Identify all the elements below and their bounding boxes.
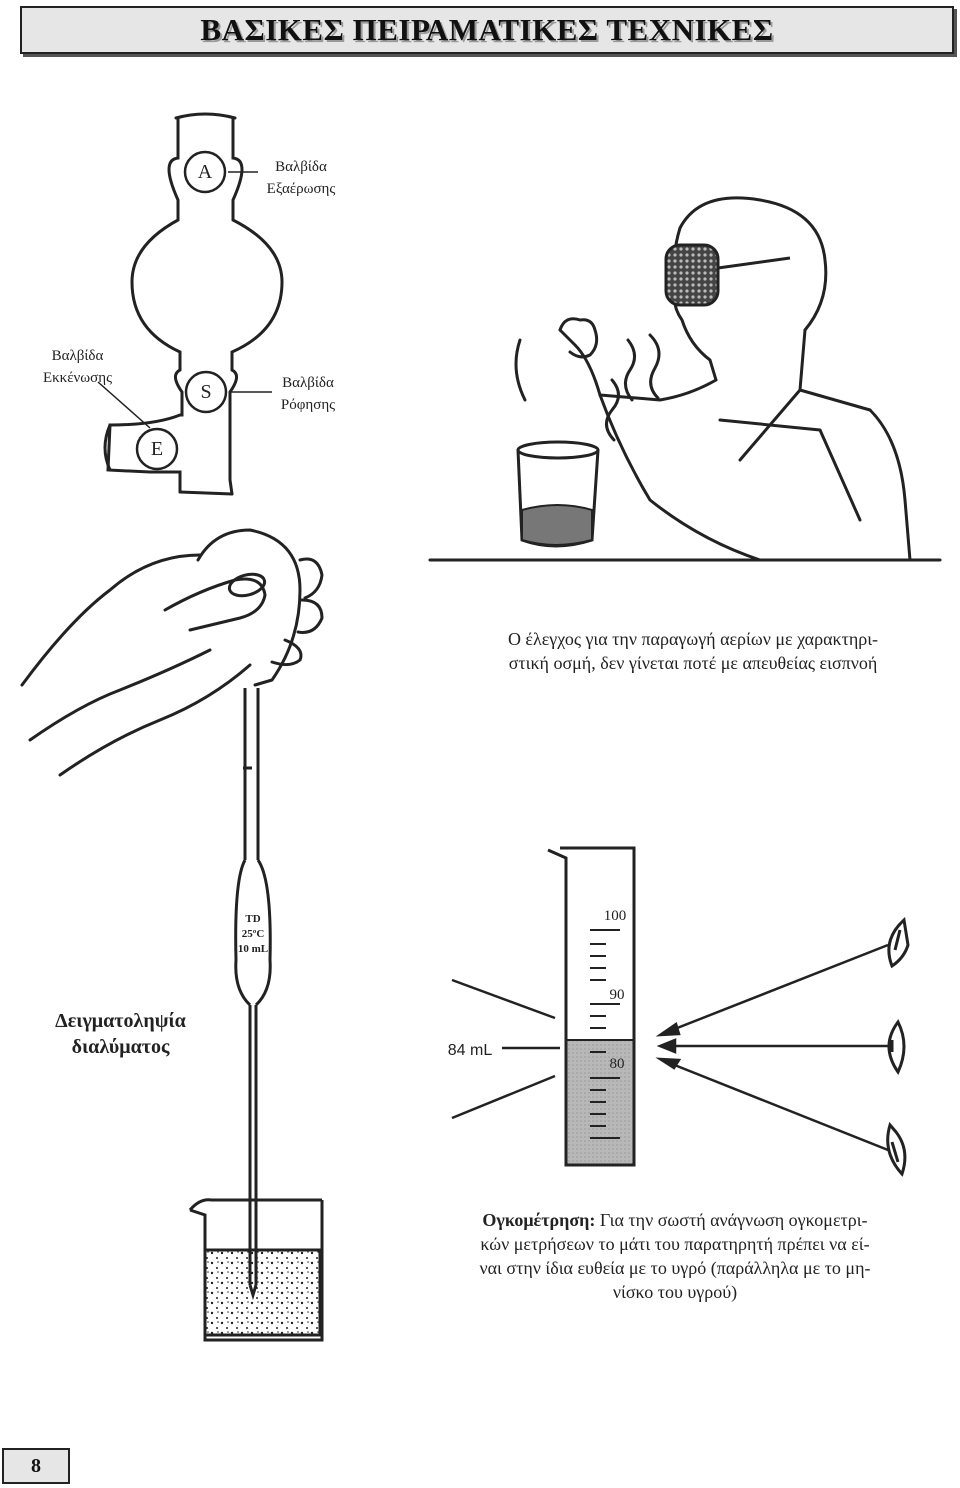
page-number: 8 bbox=[31, 1455, 41, 1478]
valve-e-letter: E bbox=[147, 438, 167, 460]
hand-pipette-bulb-illustration bbox=[22, 530, 322, 775]
smell-caption-line1: Ο έλεγχος για την παραγωγή αερίων με χαρ… bbox=[438, 627, 948, 651]
vent-valve-line2: Εξαέρωσης bbox=[256, 178, 346, 200]
beaker-liquid bbox=[522, 505, 592, 545]
graduated-cylinder-illustration bbox=[548, 848, 634, 1165]
eye-icon bbox=[889, 1022, 904, 1072]
cylinder-caption-line1-rest: Για την σωστή ανάγνωση ογκομετρι- bbox=[595, 1210, 867, 1230]
reading-label: 84 mL bbox=[440, 1040, 500, 1062]
flow-valve-line1: Βαλβίδα bbox=[268, 372, 348, 394]
tick-label-80: 80 bbox=[604, 1053, 630, 1075]
cylinder-caption: Ογκομέτρηση: Για την σωστή ανάγνωση ογκο… bbox=[405, 1208, 945, 1304]
eye-icon bbox=[889, 920, 908, 966]
smell-caption-line2: στική οσμή, δεν γίνεται ποτέ με απευθεία… bbox=[438, 651, 948, 675]
eye-icon bbox=[888, 1125, 905, 1174]
cylinder-caption-line1: Ογκομέτρηση: Για την σωστή ανάγνωση ογκο… bbox=[405, 1208, 945, 1232]
cylinder-caption-line4: νίσκο του υγρού) bbox=[405, 1280, 945, 1304]
vent-valve-label: Βαλβίδα Εξαέρωσης bbox=[256, 156, 346, 200]
valve-s-letter: S bbox=[196, 381, 216, 403]
vent-valve-line1: Βαλβίδα bbox=[256, 156, 346, 178]
cylinder-caption-line3: ναι στην ίδια ευθεία με το υγρό (παράλλη… bbox=[405, 1256, 945, 1280]
pipette-label-td: TD bbox=[228, 912, 278, 927]
cylinder-caption-bold: Ογκομέτρηση: bbox=[482, 1210, 595, 1230]
tick-label-100: 100 bbox=[598, 905, 632, 927]
drain-valve-line1: Βαλβίδα bbox=[30, 345, 125, 367]
pipette-label-temp: 25ºC bbox=[228, 927, 278, 942]
flow-valve-label: Βαλβίδα Ρόφησης bbox=[268, 372, 348, 416]
pipette-caption: Δειγματοληψία διαλύματος bbox=[28, 1008, 213, 1060]
flow-valve-line2: Ρόφησης bbox=[268, 394, 348, 416]
pipette-caption-line2: διαλύματος bbox=[28, 1034, 213, 1060]
drain-valve-label: Βαλβίδα Εκκένωσης bbox=[30, 345, 125, 389]
valve-a-letter: A bbox=[195, 161, 215, 183]
pipette-caption-line1: Δειγματοληψία bbox=[28, 1008, 213, 1034]
smell-caption: Ο έλεγχος για την παραγωγή αερίων με χαρ… bbox=[438, 627, 948, 675]
goggles-lens bbox=[666, 245, 718, 305]
pipette-label: TD 25ºC 10 mL bbox=[228, 912, 278, 957]
page-number-box: 8 bbox=[2, 1448, 70, 1484]
sight-lines bbox=[452, 945, 888, 1150]
drain-valve-line2: Εκκένωσης bbox=[30, 367, 125, 389]
tick-label-90: 90 bbox=[604, 984, 630, 1006]
cylinder-caption-line2: κών μετρήσεων το μάτι του παρατηρητή πρέ… bbox=[405, 1232, 945, 1256]
pipette-label-volume: 10 mL bbox=[228, 942, 278, 957]
pipette-illustration bbox=[236, 688, 271, 1295]
